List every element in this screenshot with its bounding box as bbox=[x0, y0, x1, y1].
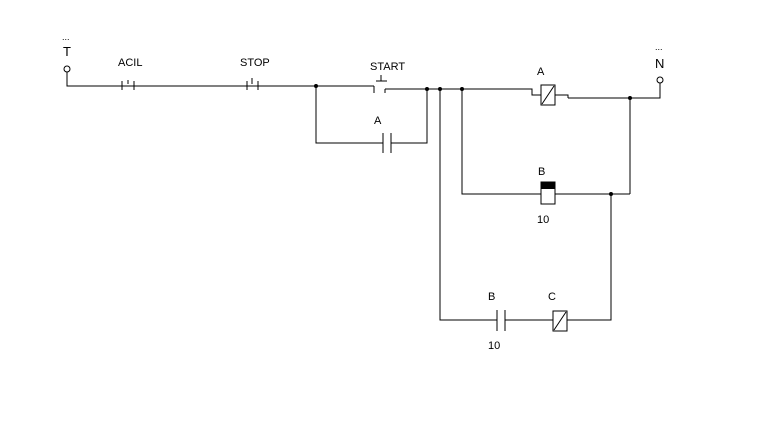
main-rung-wires bbox=[66, 72, 661, 99]
terminal-n: ... N bbox=[655, 42, 664, 84]
terminal-n-node bbox=[656, 76, 664, 84]
b-timer-label: B bbox=[538, 166, 545, 178]
a-coil: A bbox=[528, 66, 569, 106]
terminal-t-dots: ... bbox=[62, 32, 70, 42]
b-timer-coil-fill bbox=[541, 182, 555, 189]
acil-label: ACIL bbox=[118, 57, 142, 69]
stop-label: STOP bbox=[240, 57, 270, 69]
acil-pushbutton: ACIL bbox=[114, 57, 142, 90]
b-timer-rung: B 10 bbox=[461, 89, 631, 226]
terminal-t-label: T bbox=[63, 44, 71, 59]
terminal-t: ... T bbox=[62, 32, 71, 73]
b-timer-value: 10 bbox=[537, 214, 549, 226]
a-contact-label: A bbox=[374, 115, 382, 127]
stop-pushbutton: STOP bbox=[240, 57, 270, 90]
a-seal-in-contact: A bbox=[315, 86, 428, 153]
start-pushbutton: START bbox=[362, 61, 405, 93]
b-contact-label: B bbox=[488, 291, 495, 303]
start-label: START bbox=[370, 61, 405, 73]
c-coil-label: C bbox=[548, 291, 556, 303]
terminal-n-dots: ... bbox=[655, 42, 663, 52]
terminal-n-label: N bbox=[655, 56, 664, 71]
c-rung: B 10 C bbox=[439, 89, 612, 352]
b-contact-value: 10 bbox=[488, 340, 500, 352]
terminal-t-node bbox=[63, 65, 71, 73]
a-coil-label: A bbox=[537, 66, 545, 78]
